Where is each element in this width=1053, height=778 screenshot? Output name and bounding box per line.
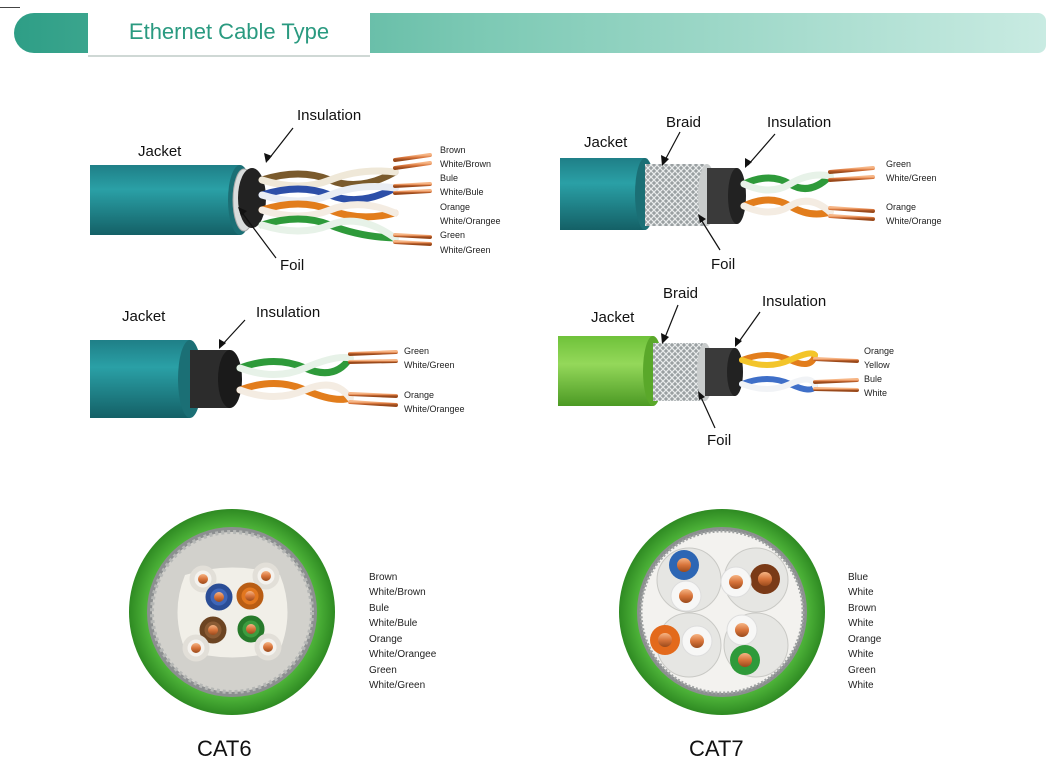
cable2-braid-label: Braid bbox=[666, 114, 702, 131]
cat7-wire: White bbox=[848, 680, 874, 691]
cable2-insulation-label: Insulation bbox=[767, 114, 832, 131]
cable1-illustration bbox=[90, 127, 432, 259]
cat6-wire: White/Green bbox=[369, 680, 426, 691]
cable1-wire: Brown bbox=[440, 145, 466, 155]
cable2-illustration bbox=[560, 131, 875, 251]
cat6-wire: White/Bule bbox=[369, 618, 418, 629]
cable4-braid-label: Braid bbox=[663, 285, 699, 302]
cable3-wire: Orange bbox=[404, 390, 435, 400]
cable4-insulation-label: Insulation bbox=[762, 293, 827, 310]
cable1-jacket-label: Jacket bbox=[138, 143, 182, 160]
cable2-wire: Green bbox=[886, 159, 912, 169]
cable1-wire: White/Bule bbox=[440, 187, 484, 197]
cat7-cross-section bbox=[619, 509, 825, 715]
cat6-caption: CAT6 bbox=[197, 736, 252, 761]
cat7-wire: White bbox=[848, 649, 874, 660]
cat7-caption: CAT7 bbox=[689, 736, 744, 761]
cable4-wire: Orange bbox=[864, 346, 895, 356]
corner-line bbox=[0, 7, 20, 8]
cat6-wire: Orange bbox=[369, 634, 403, 645]
cat6-cross-section bbox=[129, 509, 335, 715]
cat6-wire: Bule bbox=[369, 603, 390, 614]
cable4-wire: Yellow bbox=[864, 360, 890, 370]
cable2-wire: White/Orange bbox=[886, 216, 942, 226]
cable3-wire: White/Green bbox=[404, 360, 455, 370]
header-tab: Ethernet Cable Type bbox=[88, 7, 370, 57]
cat6-wire: Green bbox=[369, 665, 397, 676]
cat6-wire: White/Brown bbox=[369, 587, 426, 598]
cat6-wire: White/Orangee bbox=[369, 649, 437, 660]
cable4-illustration bbox=[558, 304, 859, 429]
cable1-wire: Bule bbox=[440, 173, 459, 183]
cable3-illustration bbox=[90, 319, 398, 418]
cat7-wire: Green bbox=[848, 665, 876, 676]
cat7-wire: White bbox=[848, 587, 874, 598]
page-title: Ethernet Cable Type bbox=[128, 19, 330, 44]
cable4-foil-label: Foil bbox=[707, 432, 732, 449]
cable3-jacket-label: Jacket bbox=[122, 308, 166, 325]
cable4-wire: White bbox=[864, 388, 888, 398]
cable2-jacket-label: Jacket bbox=[584, 134, 628, 151]
cat6-wire: Brown bbox=[369, 572, 398, 583]
cable1-wire: Orange bbox=[440, 202, 471, 212]
cable2-wire: White/Green bbox=[886, 173, 937, 183]
cable1-insulation-label: Insulation bbox=[297, 107, 362, 124]
cable3-wire: Green bbox=[404, 346, 430, 356]
cable1-wire: White/Green bbox=[440, 245, 491, 255]
cable3-wire: White/Orangee bbox=[404, 404, 465, 414]
cat7-wire: Brown bbox=[848, 603, 877, 614]
cable1-wire: White/Brown bbox=[440, 159, 492, 169]
cable1-wire: Green bbox=[440, 230, 466, 240]
cable4-wire: Bule bbox=[864, 374, 883, 384]
cable3-insulation-label: Insulation bbox=[256, 304, 321, 321]
cable4-jacket-label: Jacket bbox=[591, 309, 635, 326]
cat7-wire: White bbox=[848, 618, 874, 629]
cable1-wire: White/Orangee bbox=[440, 216, 501, 226]
cable2-wire: Orange bbox=[886, 202, 917, 212]
cat7-wire: Blue bbox=[848, 572, 869, 583]
cat7-wire: Orange bbox=[848, 634, 882, 645]
cable1-foil-label: Foil bbox=[280, 257, 305, 274]
cable2-foil-label: Foil bbox=[711, 256, 736, 273]
